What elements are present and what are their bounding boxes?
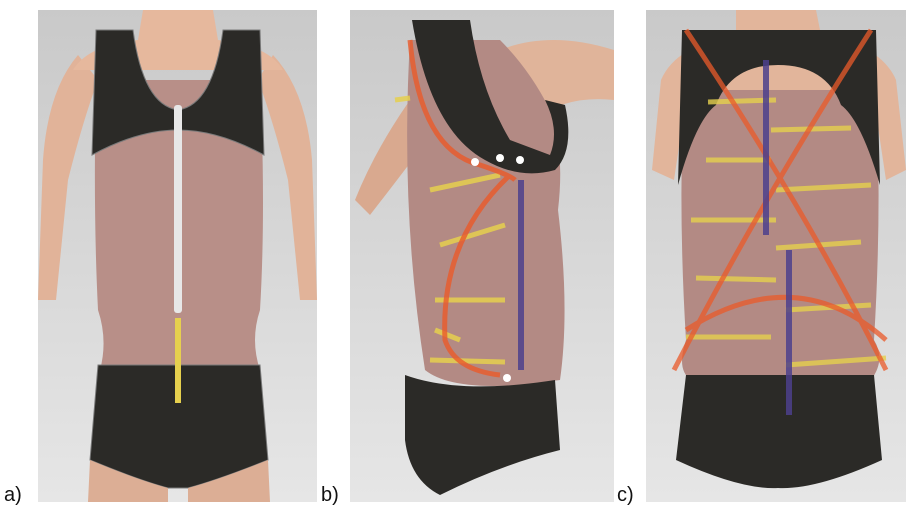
front-yellow-band bbox=[175, 318, 181, 403]
purple-band bbox=[518, 180, 524, 370]
purple-band-upper bbox=[763, 60, 769, 235]
marker-dot bbox=[496, 154, 504, 162]
panel-label-b: b) bbox=[321, 485, 339, 505]
panel-label-c: c) bbox=[617, 485, 634, 505]
marker-dot bbox=[471, 158, 479, 166]
panel-label-a: a) bbox=[4, 485, 22, 505]
shorts bbox=[676, 375, 882, 488]
front-view-image bbox=[38, 10, 317, 502]
marker-dot bbox=[516, 156, 524, 164]
front-zipper bbox=[174, 105, 182, 313]
marker-dot bbox=[503, 374, 511, 382]
back-view-image bbox=[646, 10, 906, 502]
purple-band-lower bbox=[786, 250, 792, 415]
side-view-image bbox=[350, 10, 614, 502]
